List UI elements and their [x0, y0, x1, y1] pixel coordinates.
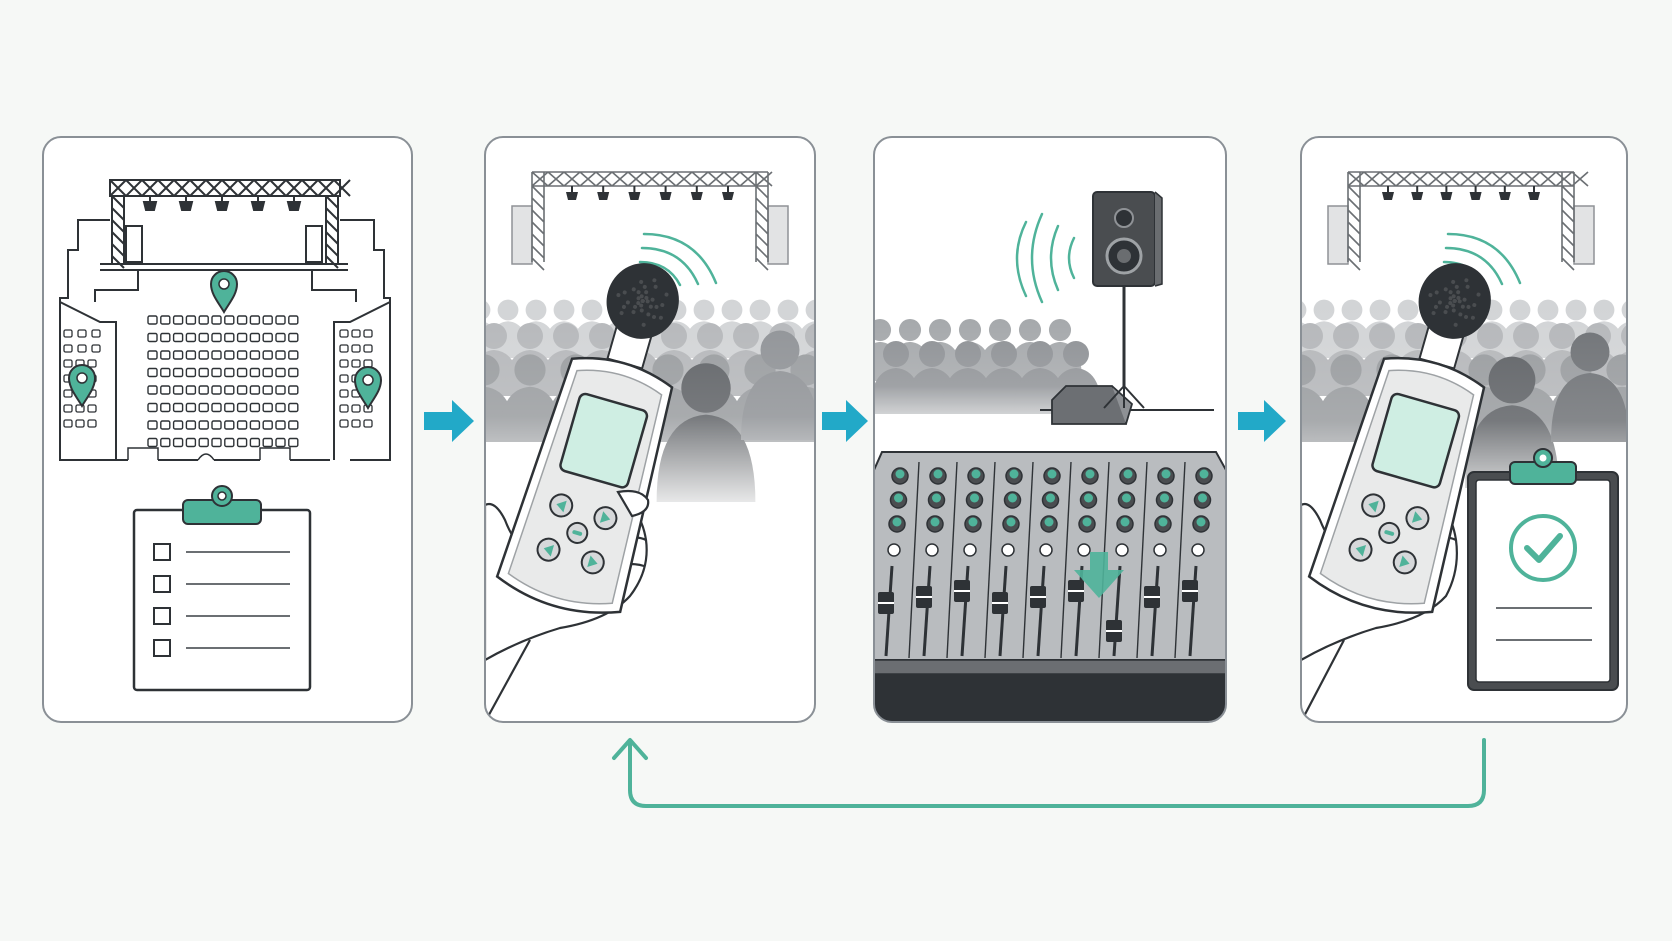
- loudspeaker-icon: [1092, 191, 1163, 409]
- venue-floor-plan: [59, 179, 391, 461]
- sound-level-meter-icon: [495, 263, 679, 614]
- sound-level-meter-icon: [1307, 263, 1491, 614]
- checklist-clipboard-icon: [132, 485, 312, 692]
- location-pin-icon: [353, 366, 383, 410]
- sound-wave-icon: [638, 232, 718, 287]
- panel-adjust: [873, 136, 1227, 723]
- panel-verify: [1300, 136, 1628, 723]
- location-pin-icon: [67, 364, 97, 408]
- check-clipboard-icon: [1467, 448, 1619, 691]
- feedback-loop-arrow: [612, 738, 1486, 808]
- arrow-right-icon: [1238, 400, 1286, 442]
- arrow-right-icon: [822, 400, 868, 442]
- sound-wave-icon: [1015, 212, 1076, 304]
- mixing-console: [874, 451, 1226, 722]
- panel-survey: [42, 136, 413, 723]
- location-pin-icon: [209, 270, 239, 314]
- panel-measure: [484, 136, 816, 723]
- stage-truss: [109, 179, 351, 269]
- arrow-right-icon: [424, 400, 474, 442]
- fader-down-arrow-icon: [1074, 552, 1124, 598]
